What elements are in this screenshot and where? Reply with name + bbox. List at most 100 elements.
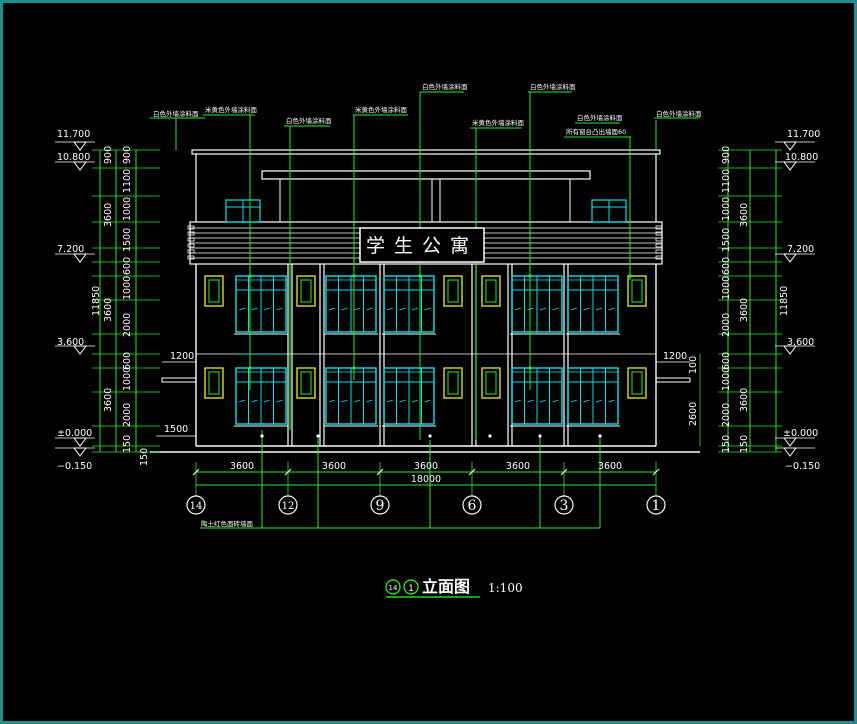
window-glint-6-1 bbox=[341, 399, 348, 403]
left-seg-7: 2000 bbox=[122, 313, 133, 337]
elev-marker-right-1 bbox=[783, 161, 797, 171]
axis-label-6: 6 bbox=[468, 498, 477, 514]
right-seg-4: 1500 bbox=[721, 228, 732, 252]
window-glint-1-1 bbox=[341, 307, 348, 311]
small-window-inner-6 bbox=[300, 371, 312, 395]
right-seg-1: 900 bbox=[721, 146, 732, 164]
left-seg-10: 2000 bbox=[122, 403, 133, 427]
window-glint-4-0 bbox=[570, 307, 578, 311]
left-total: 11850 bbox=[91, 286, 102, 316]
window-glint-0-3 bbox=[276, 307, 283, 311]
right-canopy bbox=[655, 377, 691, 383]
right-seg-7: 2000 bbox=[721, 313, 732, 337]
callout-4: 米黄色外墙涂料面 bbox=[355, 105, 408, 114]
axis-bubble-12 bbox=[278, 495, 298, 515]
windows-group bbox=[204, 275, 647, 427]
dentil-0-1 bbox=[187, 231, 195, 236]
window-glint-3-0 bbox=[514, 307, 522, 311]
small-window-inner-3 bbox=[485, 279, 497, 303]
dentil-1-4 bbox=[655, 249, 663, 254]
title-axis-from: 14 bbox=[389, 584, 398, 592]
dentil-1-5 bbox=[655, 255, 663, 260]
leader-dot-5 bbox=[352, 366, 356, 370]
left-sub-3: 3600 bbox=[103, 298, 114, 322]
window-glint-7-3 bbox=[424, 399, 431, 403]
left-seg-8: 600 bbox=[122, 352, 133, 370]
axis-label-9: 9 bbox=[376, 498, 385, 514]
wall-dot-4 bbox=[538, 434, 542, 438]
axis-label-1: 1 bbox=[652, 498, 661, 514]
window-glint-6-2 bbox=[353, 399, 361, 403]
leader-dot-2 bbox=[418, 274, 422, 278]
wall-dot-1 bbox=[316, 434, 320, 438]
axis-label-3: 3 bbox=[560, 498, 569, 514]
window-glint-0-0 bbox=[238, 307, 246, 311]
elev-marker-left-4 bbox=[73, 437, 87, 447]
window-glint-2-3 bbox=[424, 307, 431, 311]
bay-dim-3: 3600 bbox=[414, 461, 438, 472]
title-axis-to: 1 bbox=[408, 584, 414, 594]
axis-slash-1 bbox=[284, 468, 292, 476]
right-seg-5: 600 bbox=[721, 257, 732, 275]
window-glint-5-2 bbox=[263, 399, 271, 403]
left-seg-11: 150 bbox=[122, 435, 133, 453]
right-seg-8: 600 bbox=[721, 352, 732, 370]
small-window-outer-1 bbox=[296, 275, 316, 307]
small-window-inner-9 bbox=[631, 371, 643, 395]
sign-board bbox=[359, 227, 485, 263]
elev-left-roof: 10.800 bbox=[57, 152, 90, 163]
elev-left-second: 3.600 bbox=[57, 337, 84, 348]
callout-10: 白色外墙涂料面 bbox=[656, 109, 702, 118]
wall-dot-0 bbox=[260, 434, 264, 438]
small-window-inner-7 bbox=[447, 371, 459, 395]
leader-dot-0 bbox=[248, 274, 252, 278]
window-glint-2-1 bbox=[399, 307, 406, 311]
small-window-outer-5 bbox=[204, 367, 224, 399]
leader-dot-4 bbox=[248, 366, 252, 370]
right-2600: 2600 bbox=[688, 402, 699, 426]
small-window-outer-4 bbox=[627, 275, 647, 307]
right-sub-2: 3600 bbox=[739, 298, 750, 322]
dentil-1-2 bbox=[655, 237, 663, 242]
parapet-cap bbox=[191, 149, 661, 155]
title-scale: 1:100 bbox=[488, 581, 523, 595]
elev-marker-left-5 bbox=[73, 447, 87, 457]
left-canopy bbox=[161, 377, 197, 383]
right-sub-3: 3600 bbox=[739, 388, 750, 412]
window-glint-4-1 bbox=[583, 307, 590, 311]
small-window-inner-8 bbox=[485, 371, 497, 395]
axis-slash-0 bbox=[192, 468, 200, 476]
dentil-0-2 bbox=[187, 237, 195, 242]
axis-slash-5 bbox=[652, 468, 660, 476]
window-glint-2-0 bbox=[386, 307, 394, 311]
small-window-outer-6 bbox=[296, 367, 316, 399]
overall-width-dim: 18000 bbox=[411, 474, 441, 485]
bay-dim-2: 3600 bbox=[322, 461, 346, 472]
left-seg-2: 1100 bbox=[122, 169, 133, 193]
axis-bubbles: 14 12 9 6 3 1 bbox=[186, 495, 666, 515]
elev-right-ground: ±0.000 bbox=[783, 428, 818, 439]
left-seg-3: 1000 bbox=[122, 197, 133, 221]
elev-marker-left-0 bbox=[73, 141, 87, 151]
elev-right-second: 3.600 bbox=[787, 337, 814, 348]
elev-marker-right-2 bbox=[783, 253, 797, 263]
window-glint-2-2 bbox=[411, 307, 419, 311]
window-glint-3-3 bbox=[552, 307, 559, 311]
callout-6: 白色外墙涂料面 bbox=[530, 82, 576, 91]
callout-3: 白色外墙涂料面 bbox=[286, 116, 332, 125]
window-glint-1-3 bbox=[366, 307, 373, 311]
wall-dot-3 bbox=[488, 434, 492, 438]
elev-left-third: 7.200 bbox=[57, 244, 84, 255]
dentil-1-1 bbox=[655, 231, 663, 236]
leader-dot-1 bbox=[352, 274, 356, 278]
elev-marker-right-4 bbox=[783, 437, 797, 447]
dentil-0-4 bbox=[187, 249, 195, 254]
right-seg-3: 1000 bbox=[721, 197, 732, 221]
window-glint-0-2 bbox=[263, 307, 271, 311]
callout-5: 白色外墙涂料面 bbox=[422, 82, 468, 91]
bay-dim-5: 3600 bbox=[598, 461, 622, 472]
small-window-outer-7 bbox=[443, 367, 463, 399]
dentil-1-0 bbox=[655, 225, 663, 230]
